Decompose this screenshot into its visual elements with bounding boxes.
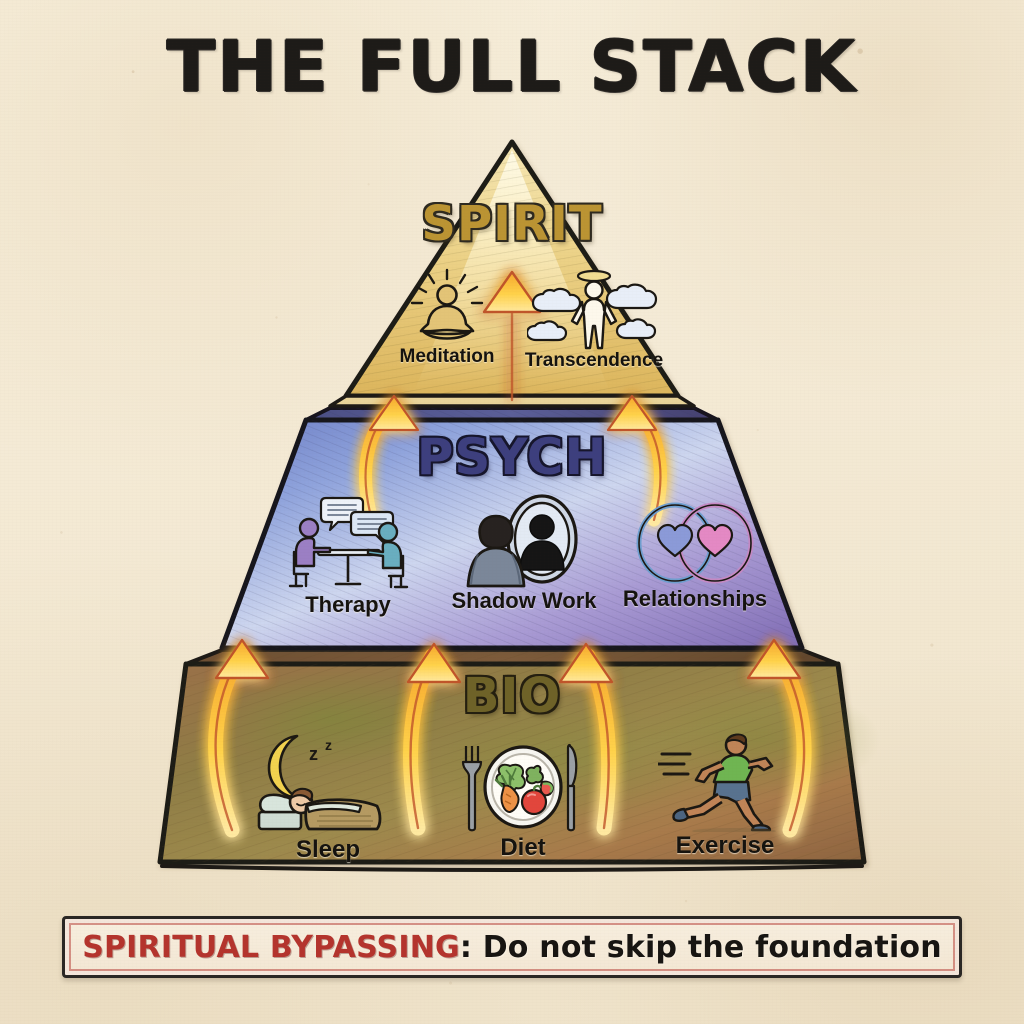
item-label-exercise: Exercise xyxy=(675,832,775,859)
item-relationships[interactable]: Relationships xyxy=(610,500,780,612)
item-exercise[interactable]: Exercise xyxy=(640,732,810,860)
upward-curved-arrow-icon xyxy=(606,394,667,527)
item-transcendence[interactable]: Transcendence xyxy=(514,264,674,372)
tier-label-spirit: SPIRIT xyxy=(421,196,603,252)
item-meditation[interactable]: Meditation xyxy=(382,268,512,368)
tier-label-psych: PSYCH xyxy=(416,428,608,486)
arrow-group xyxy=(208,270,812,838)
plate-vegetables-fork-knife-icon xyxy=(461,743,578,832)
person-mirror-shadow-icon xyxy=(466,494,578,588)
item-diet[interactable]: Diet xyxy=(438,742,608,862)
svg-text:z: z xyxy=(325,737,332,753)
warning-text: SPIRITUAL BYPASSING: Do not skip the fou… xyxy=(82,930,942,965)
item-sleep[interactable]: z z Sleep xyxy=(238,732,418,864)
warning-emphasis: SPIRITUAL BYPASSING xyxy=(82,929,460,965)
page-title: THE FULL STACK xyxy=(166,26,858,108)
item-label-meditation: Meditation xyxy=(399,346,495,367)
upward-curved-arrow-icon xyxy=(746,638,812,838)
ascending-figure-clouds-icon xyxy=(527,269,658,350)
warning-banner: SPIRITUAL BYPASSING: Do not skip the fou… xyxy=(62,916,962,978)
item-label-shadow-work: Shadow Work xyxy=(451,588,597,613)
warning-rest: : Do not skip the foundation xyxy=(459,929,942,965)
tier-bio-ground-line xyxy=(160,864,864,872)
upward-curved-arrow-icon xyxy=(558,642,617,836)
svg-text:z: z xyxy=(309,744,318,764)
moon-zzz-sleeping-person-icon: z z xyxy=(257,734,382,831)
item-label-transcendence: Transcendence xyxy=(524,350,664,371)
item-label-relationships: Relationships xyxy=(622,586,768,611)
upward-curved-arrow-icon xyxy=(208,638,270,838)
upward-curved-arrow-icon xyxy=(482,270,542,407)
upward-curved-arrow-icon xyxy=(359,394,420,527)
interlocking-rings-hearts-icon xyxy=(636,502,754,584)
tier-bio-top-hatch xyxy=(186,650,838,664)
item-label-sleep: Sleep xyxy=(295,836,361,863)
item-label-therapy: Therapy xyxy=(305,592,391,617)
two-people-talking-icon xyxy=(288,496,409,589)
item-label-diet: Diet xyxy=(500,834,546,861)
item-shadow-work[interactable]: Shadow Work xyxy=(440,494,608,614)
upward-curved-arrow-icon xyxy=(402,642,462,836)
running-person-icon xyxy=(658,733,776,832)
meditating-figure-icon xyxy=(410,268,484,340)
item-therapy[interactable]: Therapy xyxy=(268,494,428,618)
tier-label-bio: BIO xyxy=(462,668,562,724)
